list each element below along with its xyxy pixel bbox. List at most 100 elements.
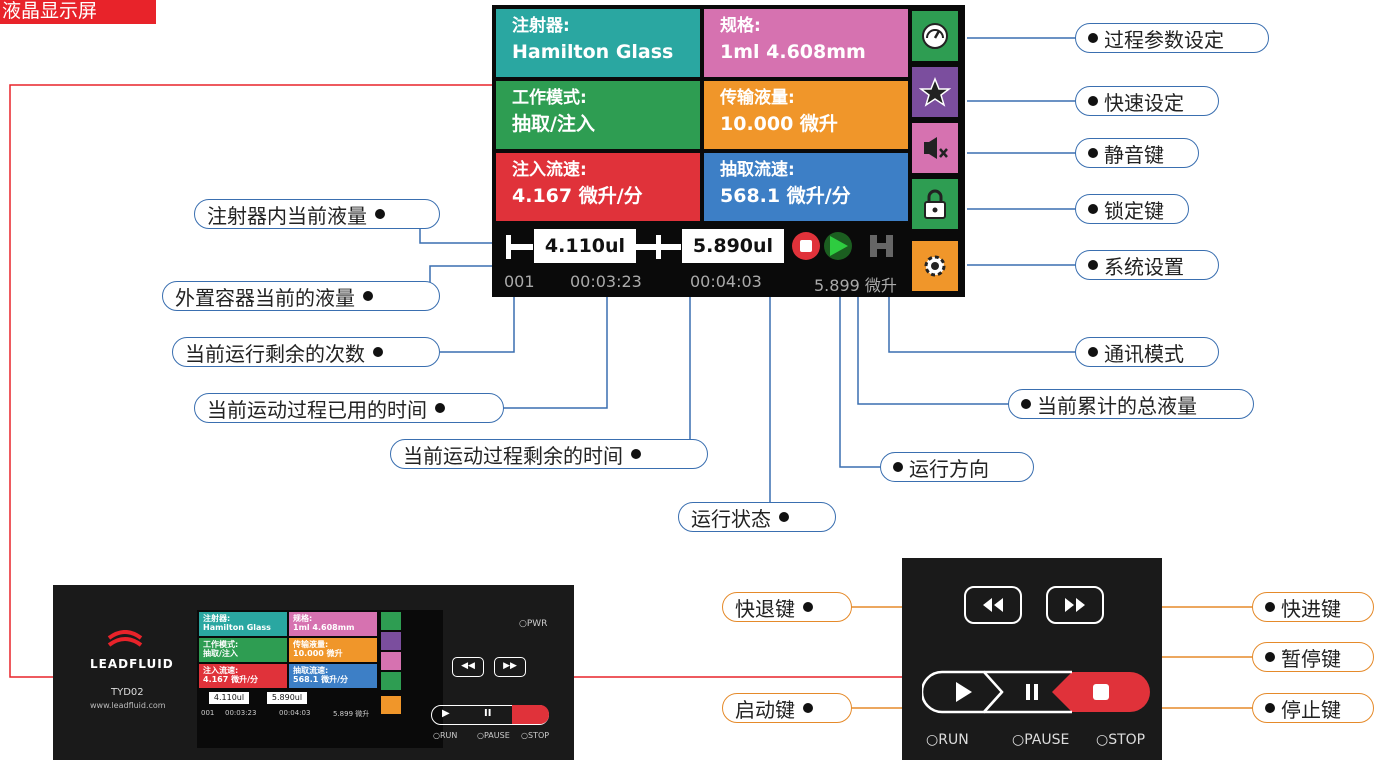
stop-label: STOP bbox=[1108, 732, 1146, 748]
callout-dot bbox=[803, 602, 813, 612]
infuse-rate-label: 注入流速: bbox=[512, 160, 587, 180]
mini-spec-label: 规格: bbox=[293, 614, 313, 623]
callout-pause: 暂停键 bbox=[1252, 642, 1374, 672]
callout-dot bbox=[373, 347, 383, 357]
callout-dot bbox=[375, 209, 385, 219]
callout-pause-text: 暂停键 bbox=[1281, 646, 1341, 671]
pause-label: PAUSE bbox=[1024, 732, 1070, 748]
mute-icon bbox=[924, 137, 948, 159]
spec-cell: 规格: 1ml 4.608mm bbox=[704, 9, 908, 77]
withdraw-rate-cell: 抽取流速: 568.1 微升/分 bbox=[704, 153, 908, 221]
mini-count: 001 bbox=[201, 709, 215, 717]
syringe-volume-display: 4.110ul bbox=[534, 229, 636, 263]
mini-infuse-value: 4.167 微升/分 bbox=[203, 675, 259, 684]
mini-syringe-value: Hamilton Glass bbox=[203, 623, 271, 632]
system-settings-button[interactable] bbox=[912, 241, 958, 291]
device-stop-button[interactable] bbox=[512, 705, 549, 724]
lock-button[interactable] bbox=[912, 179, 958, 229]
callout-dot bbox=[1088, 33, 1098, 43]
callout-remaining-text: 当前运动过程剩余的时间 bbox=[403, 443, 623, 468]
callout-process-settings: 过程参数设定 bbox=[1075, 23, 1269, 53]
mute-button[interactable] bbox=[912, 123, 958, 173]
mini-volume-cell: 传输液量:10.000 微升 bbox=[289, 638, 377, 662]
mini-mode-value: 抽取/注入 bbox=[203, 649, 238, 658]
withdraw-rate-value: 568.1 微升/分 bbox=[720, 185, 851, 207]
callout-run-status: 运行状态 bbox=[678, 502, 836, 532]
mini-volume-label: 传输液量: bbox=[293, 640, 329, 649]
mini-withdraw-cell: 抽取流速:568.1 微升/分 bbox=[289, 664, 377, 688]
callout-mute-text: 静音键 bbox=[1104, 142, 1164, 167]
callout-comm-text: 通讯模式 bbox=[1104, 341, 1184, 366]
syringe-label: 注射器: bbox=[512, 16, 570, 36]
syringe-value: Hamilton Glass bbox=[512, 41, 674, 63]
mini-lcd-screen: 注射器:Hamilton Glass 规格:1ml 4.608mm 工作模式:抽… bbox=[197, 610, 443, 748]
process-settings-button[interactable] bbox=[912, 11, 958, 61]
mini-star-icon bbox=[381, 632, 401, 650]
pause-button[interactable] bbox=[997, 670, 1047, 714]
callout-process-text: 过程参数设定 bbox=[1104, 27, 1224, 52]
device-pause-button[interactable]: II bbox=[484, 708, 492, 719]
mini-spec-cell: 规格:1ml 4.608mm bbox=[289, 612, 377, 636]
mini-syringe-label: 注射器: bbox=[203, 614, 231, 623]
fast-forward-icon bbox=[1065, 598, 1085, 612]
spec-label: 规格: bbox=[720, 16, 761, 36]
volume-cell: 传输液量: 10.000 微升 bbox=[704, 81, 908, 149]
infuse-rate-cell: 注入流速: 4.167 微升/分 bbox=[496, 153, 700, 221]
lcd-screen: 注射器: Hamilton Glass 规格: 1ml 4.608mm 工作模式… bbox=[492, 5, 965, 297]
mini-infuse-label: 注入流速: bbox=[203, 666, 239, 675]
rewind-button[interactable] bbox=[964, 586, 1022, 624]
callout-rewind: 快退键 bbox=[722, 592, 852, 622]
device-run-label: RUN bbox=[439, 731, 458, 740]
lock-icon bbox=[924, 189, 946, 219]
quick-settings-button[interactable] bbox=[912, 67, 958, 117]
callout-stop: 停止键 bbox=[1252, 693, 1374, 723]
device-rewind-button[interactable]: ◀◀ bbox=[452, 657, 484, 677]
mini-infuse-cell: 注入流速:4.167 微升/分 bbox=[199, 664, 287, 688]
syringe-cell: 注射器: Hamilton Glass bbox=[496, 9, 700, 77]
device-start-button[interactable]: ▶ bbox=[442, 708, 450, 719]
start-button[interactable] bbox=[922, 670, 982, 714]
pwr-indicator: ○PWR bbox=[519, 619, 548, 629]
volume-value: 10.000 微升 bbox=[720, 113, 838, 135]
callout-external-volume-text: 外置容器当前的液量 bbox=[175, 285, 355, 310]
remaining-count: 001 bbox=[504, 272, 535, 291]
mini-mode-label: 工作模式: bbox=[203, 640, 239, 649]
mini-withdraw-label: 抽取流速: bbox=[293, 666, 329, 675]
syringe-connector-icon bbox=[636, 235, 681, 259]
mini-mode-cell: 工作模式:抽取/注入 bbox=[199, 638, 287, 662]
volume-label: 传输液量: bbox=[720, 88, 795, 108]
mini-external-volume: 5.890ul bbox=[267, 692, 307, 704]
callout-dot bbox=[363, 291, 373, 301]
pause-indicator: ○PAUSE bbox=[1012, 732, 1070, 748]
page-title: 液晶显示屏 bbox=[0, 0, 156, 24]
callout-dot bbox=[893, 462, 903, 472]
mini-gear-icon bbox=[381, 696, 401, 714]
device-pause-indicator: ○PAUSE bbox=[477, 731, 510, 740]
stop-indicator: ○STOP bbox=[1096, 732, 1146, 748]
stop-button[interactable] bbox=[1057, 670, 1147, 714]
callout-syringe-volume-text: 注射器内当前液量 bbox=[207, 203, 367, 228]
callout-total-text: 当前累计的总液量 bbox=[1037, 393, 1197, 418]
mini-syringe-volume: 4.110ul bbox=[209, 692, 249, 704]
mini-spec-value: 1ml 4.608mm bbox=[293, 623, 355, 632]
fast-forward-button[interactable] bbox=[1046, 586, 1104, 624]
callout-direction-text: 运行方向 bbox=[909, 456, 989, 481]
callout-start-text: 启动键 bbox=[735, 697, 795, 722]
run-indicator: ○RUN bbox=[926, 732, 969, 748]
device-pause-label: PAUSE bbox=[483, 731, 510, 740]
callout-dot bbox=[779, 512, 789, 522]
callout-dot bbox=[1088, 96, 1098, 106]
callout-dot bbox=[1088, 148, 1098, 158]
callout-dot bbox=[803, 703, 813, 713]
device-run-indicator: ○RUN bbox=[433, 731, 458, 740]
callout-start: 启动键 bbox=[722, 693, 852, 723]
elapsed-time: 00:03:23 bbox=[570, 272, 642, 291]
external-volume-value: 5.890ul bbox=[692, 235, 774, 257]
mini-gauge-icon bbox=[381, 612, 401, 630]
mini-remaining: 00:04:03 bbox=[279, 709, 311, 717]
device-forward-button[interactable]: ▶▶ bbox=[494, 657, 526, 677]
callout-dot bbox=[1265, 703, 1275, 713]
mini-mute-icon bbox=[381, 652, 401, 670]
device-stop-label: STOP bbox=[527, 731, 550, 740]
leadfluid-logo-icon bbox=[107, 630, 143, 647]
